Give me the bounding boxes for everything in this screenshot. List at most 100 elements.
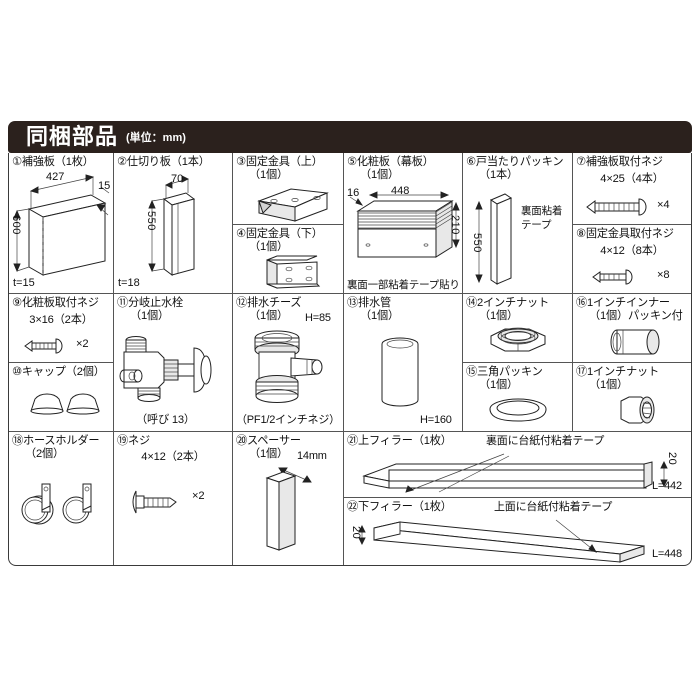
part-cell-03: ③固定金具（上） （1個） <box>233 153 344 225</box>
part-label-20: ⑳スペーサー （1個） <box>233 432 343 461</box>
part-cell-01: ①補強板（1枚） <box>9 153 114 294</box>
part-count-19: ×2 <box>192 490 205 502</box>
part-name-12: ⑫排水チーズ <box>236 297 302 309</box>
part-sub-15: （1個） <box>479 379 518 392</box>
part-name-16: ⑯1インチインナー <box>576 297 670 309</box>
part-cell-07: ⑦補強板取付ネジ 4×25（4本） ×4 <box>573 153 691 225</box>
part-spec-09: 3×16（2本） <box>29 314 93 327</box>
part-sub-11: （1個） <box>130 310 169 323</box>
part-cell-17: ⑰1インチナット （1個） <box>573 363 691 432</box>
part-count-07: ×4 <box>657 199 670 211</box>
part-sub-12: （1個） <box>249 310 288 323</box>
part-cell-02: ②仕切り板（1本） 70 550 <box>114 153 233 294</box>
dim-01-height: 600 <box>10 215 22 235</box>
dim-21-height: 20 <box>666 452 678 466</box>
dim-01-edge: 15 <box>98 180 111 192</box>
part-label-17: ⑰1インチナット （1個） <box>573 363 691 392</box>
dim-05-depth: 16 <box>347 187 360 199</box>
part-label-05: ⑤化粧板（幕板） （1個） <box>344 153 462 182</box>
dim-20-width: 14mm <box>297 450 327 462</box>
part-name-17: ⑰1インチナット <box>576 366 659 378</box>
dim-22-length: L=448 <box>652 548 682 560</box>
part-label-04: ④固定金具（下） （1個） <box>233 225 343 254</box>
part-cell-22: ㉒下フィラー（1枚） 上面に台紙付粘着テープ 20 L=448 <box>344 498 691 565</box>
dim-02-width: 70 <box>171 173 184 185</box>
dim-02-thickness: t=18 <box>118 277 140 289</box>
part-cell-12: ⑫排水チーズ （1個） H=85 <box>233 294 344 432</box>
part-label-09: ⑨化粧板取付ネジ <box>12 297 99 309</box>
part-cell-05: ⑤化粧板（幕板） （1個） <box>344 153 463 294</box>
dim-21-length: L=442 <box>652 480 682 492</box>
part-label-06: ⑥戸当たりパッキン （1本） <box>463 153 572 182</box>
part-sub-17: （1個） <box>589 379 628 392</box>
part-spec-08: 4×12（8本） <box>600 245 664 258</box>
note-05: 裏面一部粘着テープ貼り <box>347 279 460 291</box>
part-name-14: ⑭2インチナット <box>466 297 549 309</box>
note-11: （呼び 13） <box>136 414 195 426</box>
part-cell-11: ⑪分岐止水栓 （1個） <box>114 294 233 432</box>
part-cell-14: ⑭2インチナット （1個） <box>463 294 573 363</box>
part-name-06: ⑥戸当たりパッキン <box>466 156 564 168</box>
part-label-22: ㉒下フィラー（1枚） <box>347 501 452 513</box>
dim-05-width: 448 <box>391 185 410 197</box>
part-name-18: ⑱ホースホルダー <box>12 435 100 447</box>
part-name-03: ③固定金具（上） <box>236 156 323 168</box>
part-sub-18: （2個） <box>25 448 64 461</box>
note-06-line2: テープ <box>521 219 552 231</box>
part-label-15: ⑮三角パッキン （1個） <box>463 363 572 392</box>
part-sub-04: （1個） <box>249 241 288 254</box>
part-count-09: ×2 <box>76 338 89 350</box>
dim-05-height: 210 <box>449 215 461 235</box>
part-name-20: ⑳スペーサー <box>236 435 301 447</box>
part-spec-07: 4×25（4本） <box>600 173 664 186</box>
part-cell-16: ⑯1インチインナー （1個）パッキン付 <box>573 294 691 363</box>
part-cell-13: ⑬排水管 （1個） H=160 <box>344 294 463 432</box>
part-name-11: ⑪分岐止水栓 <box>117 297 183 309</box>
part-cell-08: ⑧固定金具取付ネジ 4×12（8本） ×8 <box>573 225 691 294</box>
part-label-16: ⑯1インチインナー （1個）パッキン付 <box>573 294 691 323</box>
section-header-bar: 同梱部品 (単位：mm) <box>8 121 692 153</box>
dim-13-height: H=160 <box>420 414 452 426</box>
part-sub-06: （1本） <box>479 169 518 182</box>
part-sub-05: （1個） <box>360 169 399 182</box>
unit-note: (単位：mm) <box>126 131 186 144</box>
part-sub-20: （1個） <box>249 448 288 461</box>
note-12: （PF1/2インチネジ） <box>236 414 340 426</box>
part-label-11: ⑪分岐止水栓 （1個） <box>114 294 232 323</box>
note-22: 上面に台紙付粘着テープ <box>494 501 613 513</box>
part-label-21: ㉑上フィラー（1枚） <box>347 435 452 447</box>
dim-12-height: H=85 <box>305 312 331 324</box>
part-label-14: ⑭2インチナット （1個） <box>463 294 572 323</box>
part-cell-06: ⑥戸当たりパッキン （1本） 550 裏面粘着 テープ <box>463 153 573 294</box>
dim-01-thickness: t=15 <box>13 277 35 289</box>
part-name-05: ⑤化粧板（幕板） <box>347 156 434 168</box>
part-sub-03: （1個） <box>249 169 288 182</box>
part-spec-19: 4×12（2本） <box>141 451 205 464</box>
part-label-19: ⑲ネジ <box>117 435 150 447</box>
part-cell-09: ⑨化粧板取付ネジ 3×16（2本） ×2 <box>9 294 114 363</box>
part-sub-14: （1個） <box>479 310 518 323</box>
part-name-15: ⑮三角パッキン <box>466 366 543 378</box>
part-label-18: ⑱ホースホルダー （2個） <box>9 432 113 461</box>
note-06-line1: 裏面粘着 <box>521 205 563 217</box>
part-label-13: ⑬排水管 （1個） <box>344 294 462 323</box>
part-label-01: ①補強板（1枚） <box>12 156 94 168</box>
part-count-08: ×8 <box>657 269 670 281</box>
part-label-12: ⑫排水チーズ （1個） <box>233 294 343 323</box>
part-label-10: ⑩キャップ（2個） <box>12 366 105 378</box>
part-cell-20: ⑳スペーサー （1個） 14mm <box>233 432 344 565</box>
part-sub-16: （1個）パッキン付 <box>589 310 683 323</box>
parts-table: ①補強板（1枚） <box>8 153 692 566</box>
part-name-04: ④固定金具（下） <box>236 228 323 240</box>
part-label-03: ③固定金具（上） （1個） <box>233 153 343 182</box>
part-label-02: ②仕切り板（1本） <box>117 156 210 168</box>
part-cell-10: ⑩キャップ（2個） <box>9 363 114 432</box>
dim-06-height: 550 <box>471 233 483 253</box>
part-cell-19: ⑲ネジ 4×12（2本） ×2 <box>114 432 233 565</box>
page-title: 同梱部品 <box>26 124 119 149</box>
part-name-13: ⑬排水管 <box>347 297 391 309</box>
part-label-08: ⑧固定金具取付ネジ <box>576 228 674 240</box>
dim-22-height: 20 <box>350 526 362 540</box>
part-cell-04: ④固定金具（下） （1個） <box>233 225 344 294</box>
part-cell-15: ⑮三角パッキン （1個） <box>463 363 573 432</box>
